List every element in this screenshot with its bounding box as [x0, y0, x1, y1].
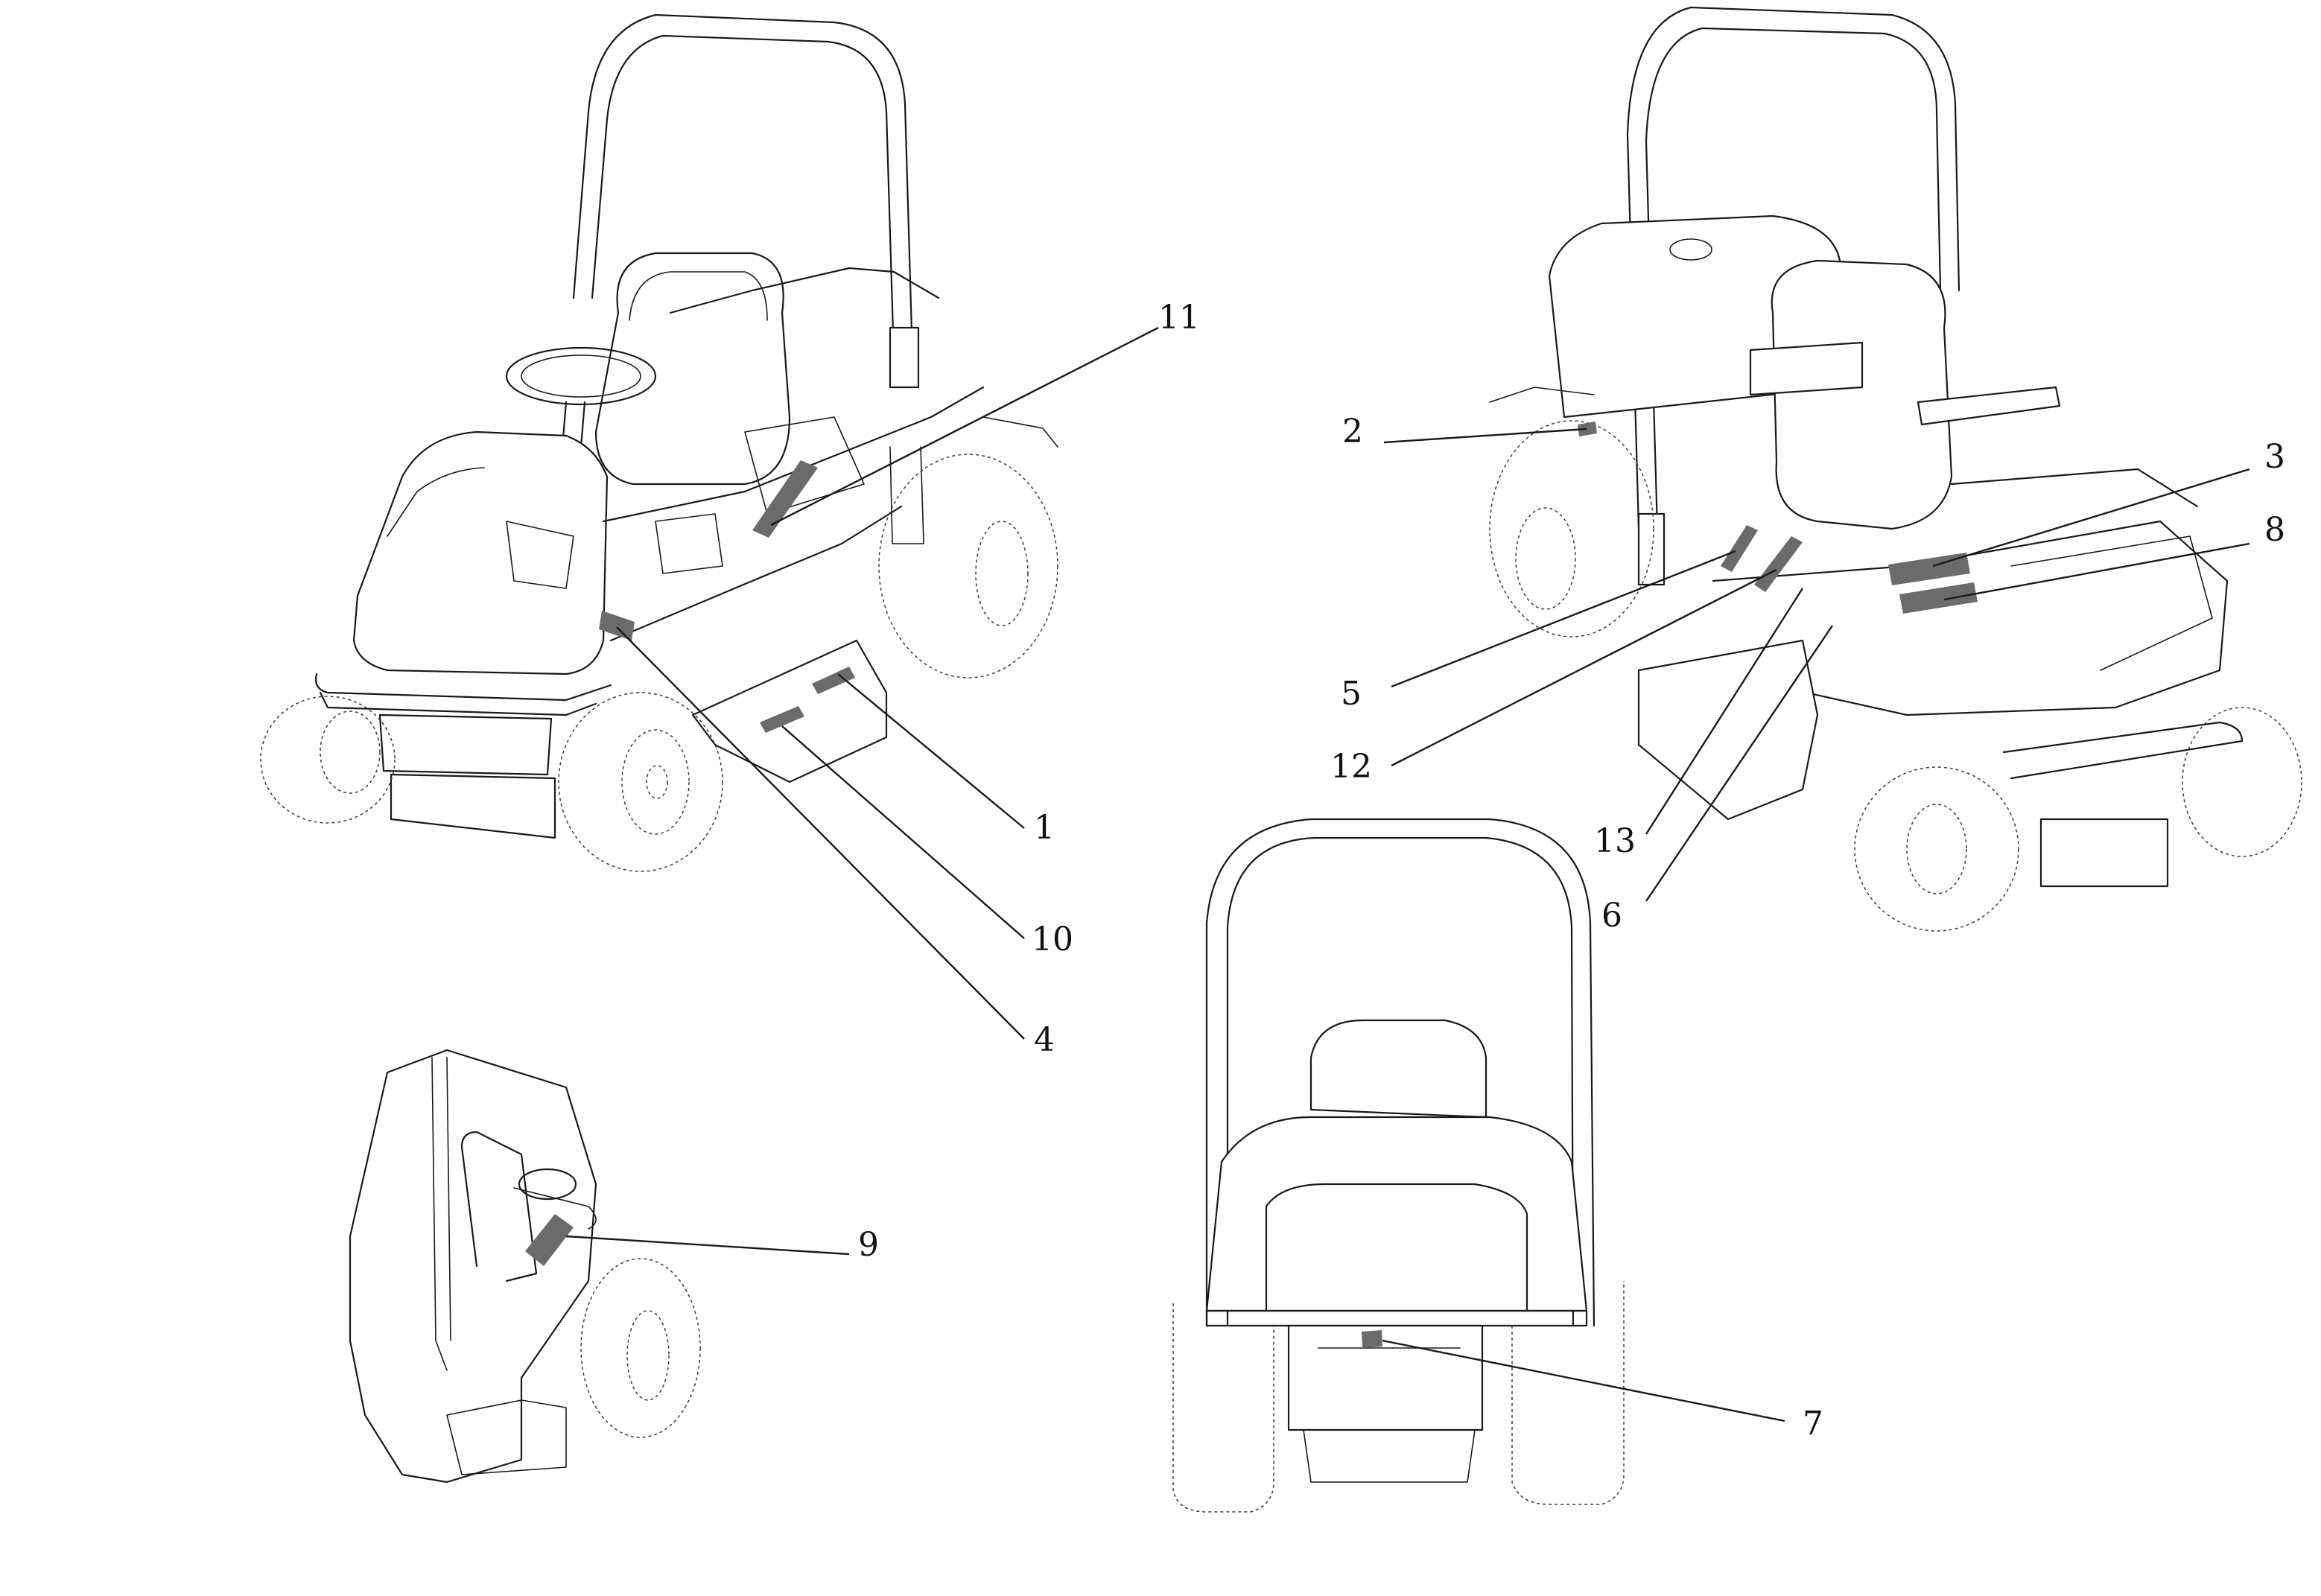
callout-12: 12: [1330, 748, 1372, 786]
callout-4: 4: [1034, 1021, 1055, 1059]
leader-8: [1943, 542, 2250, 601]
mower-view-rear-right: [1489, 6, 2302, 932]
leader-3: [1932, 468, 2250, 567]
decal-1-rect: [812, 667, 855, 694]
decal-2-rect: [1578, 422, 1597, 436]
callout-6: 6: [1601, 897, 1622, 935]
decal-4-rect: [599, 611, 635, 640]
callout-3: 3: [2264, 438, 2285, 476]
callout-5: 5: [1341, 675, 1362, 713]
leader-5: [1391, 550, 1736, 688]
leader-13: [1645, 588, 1804, 835]
leader-2: [1383, 427, 1587, 444]
leader-1: [837, 673, 1025, 829]
leader-10: [781, 725, 1025, 939]
mower-view-front-left: [260, 13, 1058, 872]
callout-13: 13: [1594, 822, 1636, 860]
mower-view-closeup: [349, 1049, 701, 1484]
leader-6: [1645, 625, 1833, 902]
decal-11-rect: [752, 460, 818, 538]
leader-12: [1391, 568, 1777, 767]
decal-12-rect: [1754, 536, 1803, 592]
callout-11: 11: [1158, 299, 1200, 337]
callout-2: 2: [1342, 413, 1363, 451]
decal-8-rect: [1899, 582, 1978, 614]
callout-7: 7: [1803, 1405, 1823, 1443]
decal-10-rect: [760, 706, 804, 733]
decal-5-rect: [1721, 525, 1758, 572]
leader-11: [770, 326, 1159, 527]
decal-9-rect: [525, 1214, 574, 1266]
leader-lines: [565, 326, 2250, 1422]
leader-7: [1382, 1339, 1785, 1422]
callout-9: 9: [858, 1226, 879, 1264]
leader-4: [616, 626, 1025, 1040]
callout-8: 8: [2264, 511, 2285, 549]
mower-view-rear: [1172, 818, 1625, 1513]
leader-9: [565, 1235, 850, 1256]
callout-1: 1: [1034, 809, 1055, 847]
callout-10: 10: [1032, 921, 1073, 958]
decal-7-rect: [1362, 1330, 1382, 1348]
